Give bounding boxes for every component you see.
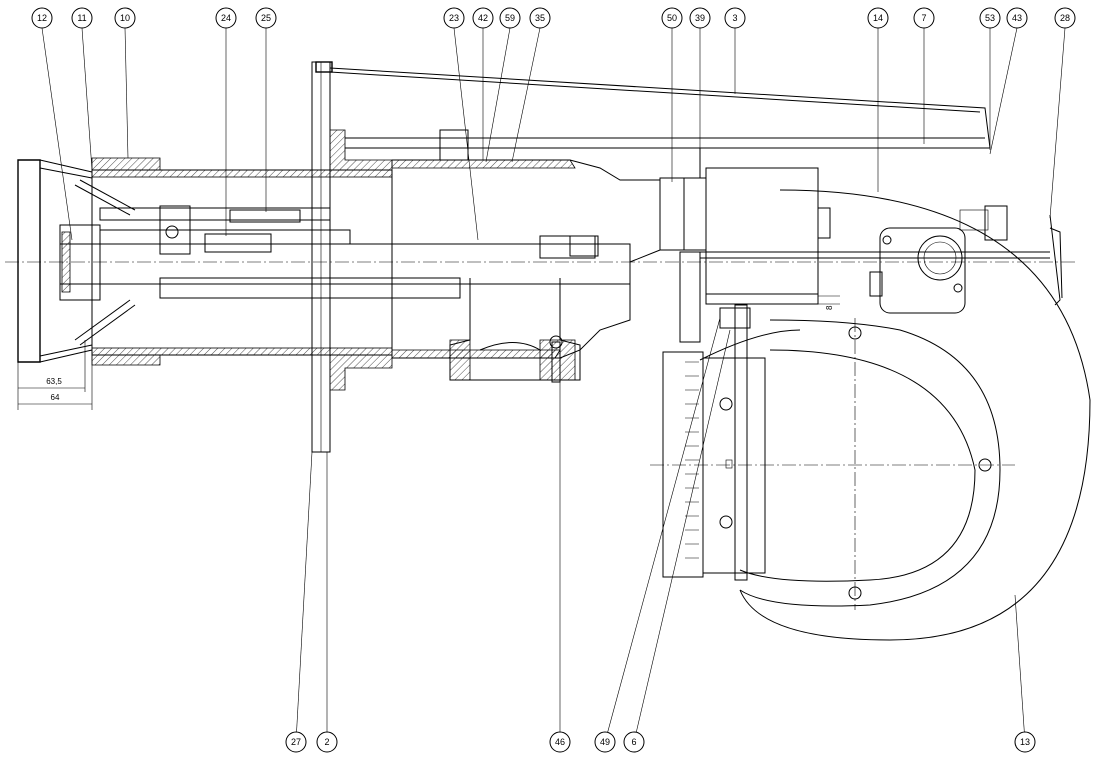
dim-64-label: 64 xyxy=(51,393,60,402)
housing xyxy=(329,67,991,383)
balloon-42: 42 xyxy=(472,7,494,29)
svg-text:11: 11 xyxy=(77,13,86,23)
fan-housing xyxy=(699,189,1091,641)
svg-text:2: 2 xyxy=(324,737,329,747)
balloon-49: 49 xyxy=(594,731,616,753)
balloon-59: 59 xyxy=(499,7,521,29)
balloon-14: 14 xyxy=(867,7,889,29)
dimension-annotations: 63,5 64 8 xyxy=(17,295,840,410)
balloon-35: 35 xyxy=(529,7,551,29)
svg-text:27: 27 xyxy=(291,737,301,747)
balloon-50: 50 xyxy=(661,7,683,29)
svg-text:39: 39 xyxy=(695,13,705,23)
svg-text:42: 42 xyxy=(478,13,488,23)
balloon-28: 28 xyxy=(1054,7,1076,29)
svg-text:43: 43 xyxy=(1012,13,1022,23)
balloon-3: 3 xyxy=(724,7,746,29)
balloon-12: 12 xyxy=(31,7,53,29)
svg-text:49: 49 xyxy=(600,737,610,747)
leader-lines xyxy=(41,27,1066,743)
air-damper xyxy=(662,304,766,581)
balloon-6: 6 xyxy=(623,731,645,753)
balloon-43: 43 xyxy=(1006,7,1028,29)
svg-text:12: 12 xyxy=(37,13,47,23)
balloon-39: 39 xyxy=(689,7,711,29)
svg-text:13: 13 xyxy=(1020,737,1030,747)
blast-tube xyxy=(17,157,631,366)
balloon-13: 13 xyxy=(1014,731,1036,753)
balloon-2: 2 xyxy=(316,731,338,753)
motor-block xyxy=(659,167,1050,343)
svg-text:10: 10 xyxy=(120,13,130,23)
dim-63-5-label: 63,5 xyxy=(46,377,62,386)
svg-text:28: 28 xyxy=(1060,13,1070,23)
svg-text:50: 50 xyxy=(667,13,677,23)
svg-text:35: 35 xyxy=(535,13,545,23)
mounting-flange xyxy=(311,61,393,453)
center-lines xyxy=(5,261,1075,610)
svg-text:59: 59 xyxy=(505,13,515,23)
balloon-11: 11 xyxy=(71,7,93,29)
dim-8-label: 8 xyxy=(825,305,834,310)
balloon-7: 7 xyxy=(913,7,935,29)
pressure-switch xyxy=(869,227,966,314)
svg-text:24: 24 xyxy=(221,13,231,23)
svg-text:14: 14 xyxy=(873,13,883,23)
balloon-53: 53 xyxy=(979,7,1001,29)
svg-text:25: 25 xyxy=(261,13,271,23)
balloon-10: 10 xyxy=(114,7,136,29)
balloon-46: 46 xyxy=(549,731,571,753)
balloon-27: 27 xyxy=(285,731,307,753)
svg-text:53: 53 xyxy=(985,13,995,23)
balloon-24: 24 xyxy=(215,7,237,29)
svg-text:6: 6 xyxy=(631,737,636,747)
balloon-23: 23 xyxy=(443,7,465,29)
balloon-25: 25 xyxy=(255,7,277,29)
svg-text:7: 7 xyxy=(921,13,926,23)
svg-text:46: 46 xyxy=(555,737,565,747)
svg-text:3: 3 xyxy=(732,13,737,23)
svg-text:23: 23 xyxy=(449,13,459,23)
